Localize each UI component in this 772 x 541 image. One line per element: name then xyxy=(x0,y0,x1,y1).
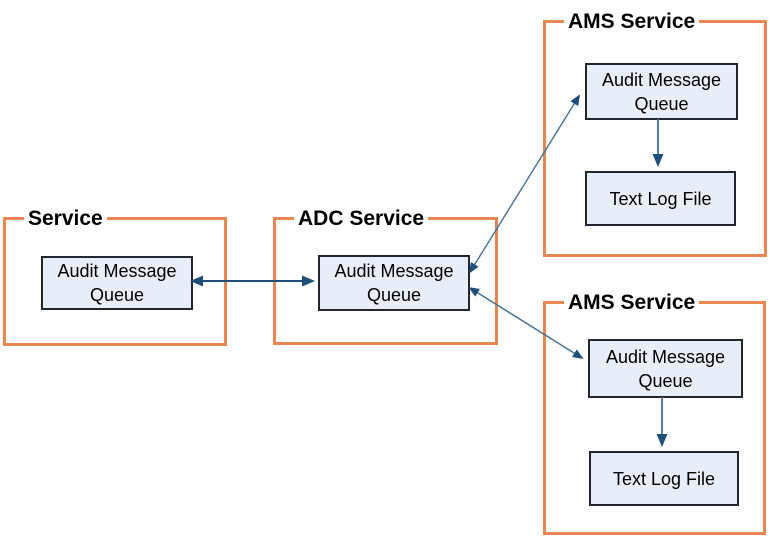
container-adc-service: ADC Service Audit Message Queue xyxy=(273,206,498,345)
container-ams-service-top: AMS Service Audit Message Queue Text Log… xyxy=(543,9,767,257)
container-ams-service-top-title: AMS Service xyxy=(564,9,700,34)
container-ams-service-bottom-title: AMS Service xyxy=(564,290,700,315)
node-audit-message-queue: Audit Message Queue xyxy=(588,339,743,398)
container-ams-service-bottom: AMS Service Audit Message Queue Text Log… xyxy=(543,290,766,535)
node-audit-message-queue: Audit Message Queue xyxy=(585,63,738,120)
container-adc-service-title: ADC Service xyxy=(294,206,429,231)
node-text-log-file: Text Log File xyxy=(589,451,739,506)
container-service: Service Audit Message Queue xyxy=(3,206,227,346)
node-text-log-file: Text Log File xyxy=(585,171,736,226)
node-audit-message-queue: Audit Message Queue xyxy=(318,255,470,311)
container-service-title: Service xyxy=(24,206,107,231)
node-audit-message-queue: Audit Message Queue xyxy=(41,256,193,310)
